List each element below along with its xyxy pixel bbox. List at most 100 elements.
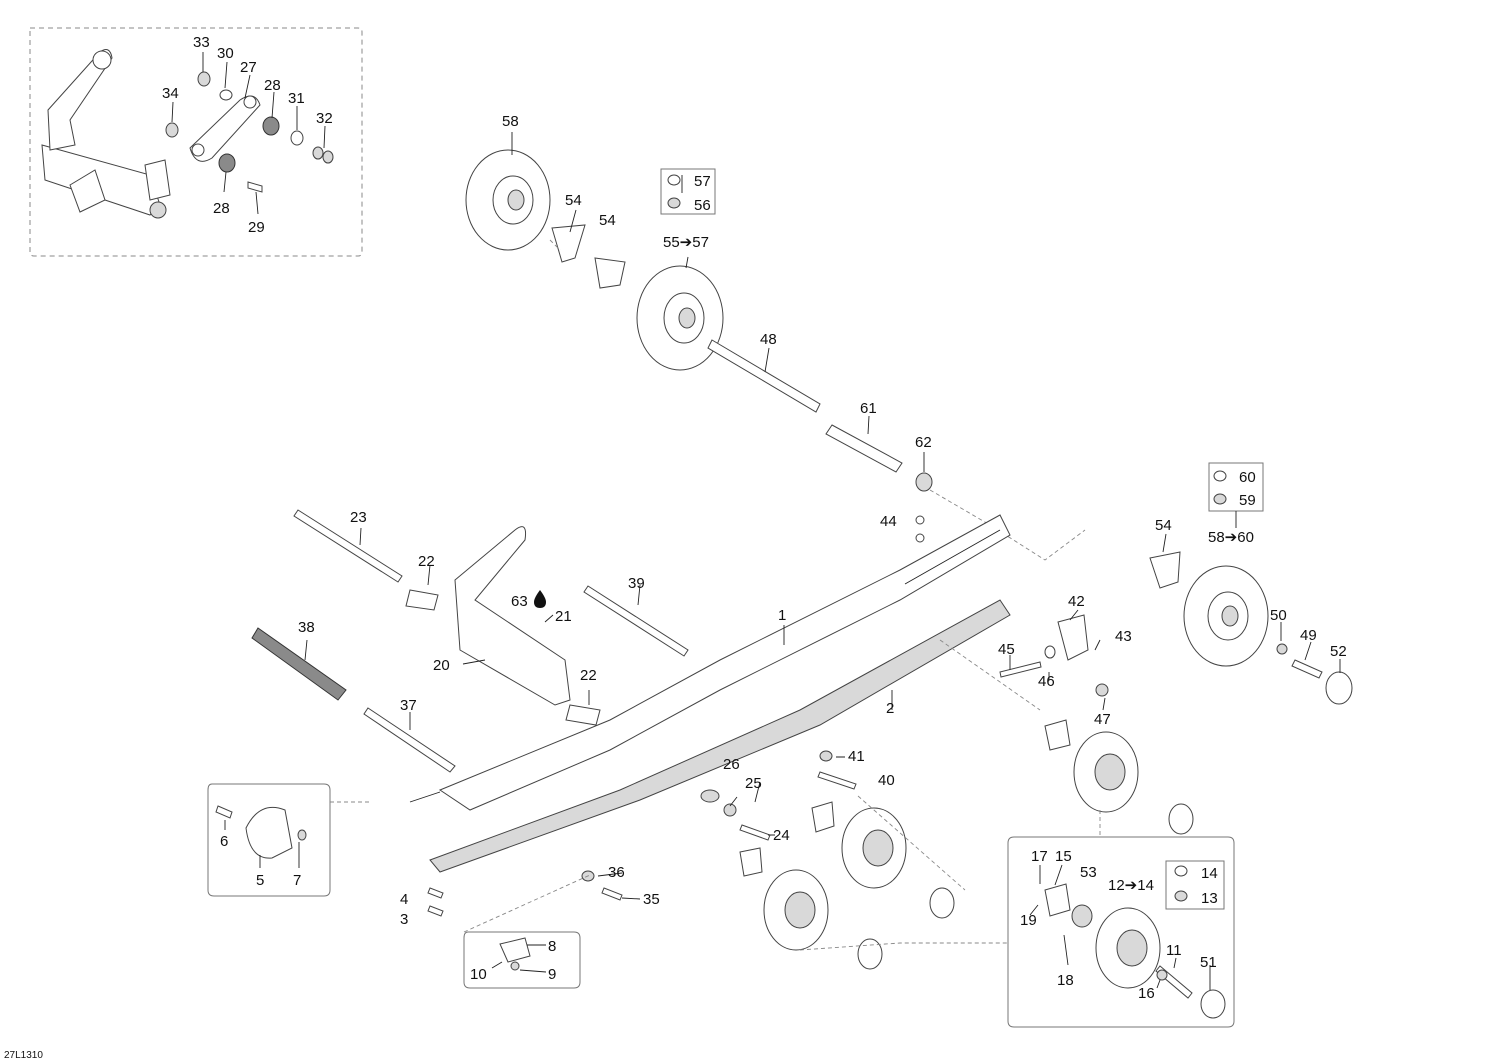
callout: 11 [1166, 942, 1182, 959]
callout: 54 [599, 212, 616, 229]
callout: 32 [316, 110, 333, 127]
callout: 60 [1239, 469, 1256, 486]
callout: 49 [1300, 627, 1317, 644]
callout: 15 [1055, 848, 1072, 865]
callout: 6 [220, 833, 228, 850]
callout: 42 [1068, 593, 1085, 610]
callout: 57 [694, 173, 711, 190]
inset-bumper-border [207, 783, 331, 897]
callout: 10 [470, 966, 487, 983]
wheel-spacer-54b-drawing [594, 257, 626, 289]
callout: 18 [1057, 972, 1074, 989]
callout: 35 [643, 891, 660, 908]
callout: 44 [880, 513, 897, 530]
bumper-bracket-drawing [245, 806, 293, 859]
callout: 55➔57 [663, 234, 709, 251]
inset-bracket-border [463, 931, 581, 989]
callout: 3 [400, 911, 408, 928]
slide-rail-group [409, 514, 1011, 873]
callout: 28 [213, 200, 230, 217]
kit-box-56-57 [660, 168, 716, 215]
callout: 54 [565, 192, 582, 209]
shaft-38-drawing [251, 627, 347, 701]
callout: 48 [760, 331, 777, 348]
callout: 9 [548, 966, 556, 983]
wheel-spacer-54c-drawing [1149, 551, 1181, 589]
callout: 50 [1270, 607, 1287, 624]
rail-1-drawing [438, 514, 1011, 811]
callout: 41 [848, 748, 865, 765]
shaft-23-drawing [293, 509, 403, 583]
callout: 52 [1330, 643, 1347, 660]
callout: 46 [1038, 673, 1055, 690]
callout: 30 [217, 45, 234, 62]
callout: 54 [1155, 517, 1172, 534]
link-plate-drawing [189, 95, 261, 162]
callout: 31 [288, 90, 305, 107]
callout: 20 [433, 657, 450, 674]
kit-box-13-14 [1165, 860, 1225, 910]
inset-wheel-border [1007, 836, 1235, 1028]
callout: 23 [350, 509, 367, 526]
callout: 14 [1201, 865, 1218, 882]
callout: 16 [1138, 985, 1155, 1002]
spacer-22b-drawing [565, 704, 601, 726]
callout: 22 [418, 553, 435, 570]
callout: 29 [248, 219, 265, 236]
right-idler-group [1149, 462, 1353, 705]
callout: 56 [694, 197, 711, 214]
callout: 63 [511, 593, 528, 610]
axle-48-drawing [707, 339, 821, 413]
bracket-42-drawing [1057, 614, 1089, 661]
callout: 59 [1239, 492, 1256, 509]
shaft-39-drawing [583, 585, 689, 657]
lower-wheel-group [581, 609, 1194, 970]
callout: 2 [886, 700, 894, 717]
callout: 5 [256, 872, 264, 889]
callout: 62 [915, 434, 932, 451]
callout: 43 [1115, 628, 1132, 645]
callout: 47 [1094, 711, 1111, 728]
callout: 58 [502, 113, 519, 130]
callout: 13 [1201, 890, 1218, 907]
callout: 34 [162, 85, 179, 102]
rear-arm-drawing [41, 144, 161, 216]
callout: 1 [778, 607, 786, 624]
upper-idler-group [465, 132, 1086, 561]
callout: 45 [998, 641, 1015, 658]
spacer-22a-drawing [405, 589, 439, 611]
callout: 36 [608, 864, 625, 881]
callout: 28 [264, 77, 281, 94]
callout: 27 [240, 59, 257, 76]
callout: 8 [548, 938, 556, 955]
callout: 40 [878, 772, 895, 789]
callout: 25 [745, 775, 762, 792]
callout: 22 [580, 667, 597, 684]
callout: 21 [555, 608, 572, 625]
callout: 51 [1200, 954, 1217, 971]
callout: 19 [1020, 912, 1037, 929]
callout: 33 [193, 34, 210, 51]
callout: 12➔14 [1108, 877, 1154, 894]
front-bracket-drawing [499, 937, 531, 963]
callout: 38 [298, 619, 315, 636]
callout: 58➔60 [1208, 529, 1254, 546]
reference-code: 27L1310 [4, 1050, 43, 1061]
washer-62-drawing [915, 472, 933, 492]
inset-rear-arm-group [29, 27, 363, 257]
wheel-spacer-54a-drawing [551, 224, 586, 263]
callout: 61 [860, 400, 877, 417]
callout-labels: 1 2 3 4 5 6 7 8 9 10 11 12➔14 13 14 15 1… [4, 34, 1347, 1061]
callout: 7 [293, 872, 301, 889]
callout: 4 [400, 891, 408, 908]
spacer-61-drawing [825, 424, 903, 473]
inset-bumper-group [207, 783, 372, 897]
front-arm-drawing [454, 526, 571, 706]
inset-bracket-group [427, 874, 591, 989]
callout: 24 [773, 827, 790, 844]
callout: 37 [400, 697, 417, 714]
callout: 17 [1031, 848, 1048, 865]
rail-2-drawing [429, 599, 1011, 873]
callout: 26 [723, 756, 740, 773]
front-arm-group [251, 509, 689, 773]
